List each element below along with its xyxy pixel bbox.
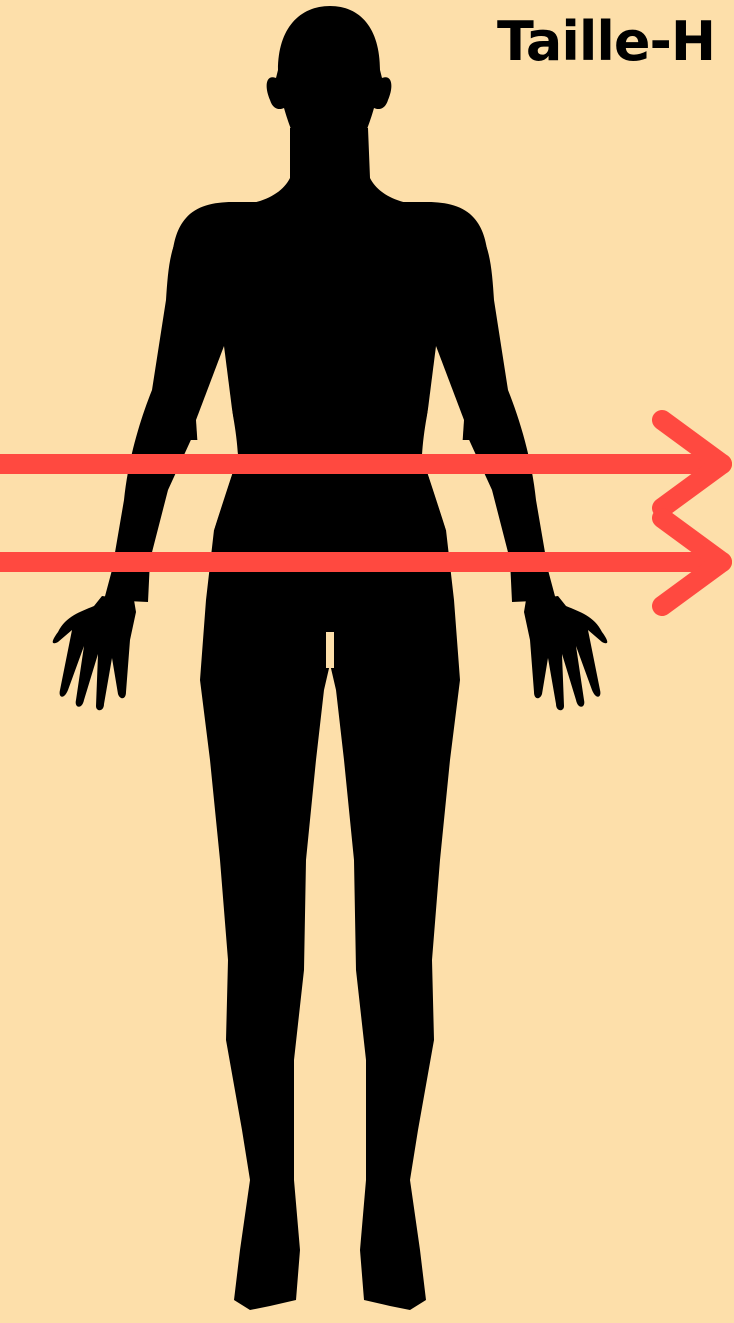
left-hand: [53, 596, 136, 710]
right-hand: [524, 596, 607, 710]
neck: [232, 128, 428, 206]
head: [267, 6, 392, 136]
page-title: Taille-H: [497, 6, 715, 78]
